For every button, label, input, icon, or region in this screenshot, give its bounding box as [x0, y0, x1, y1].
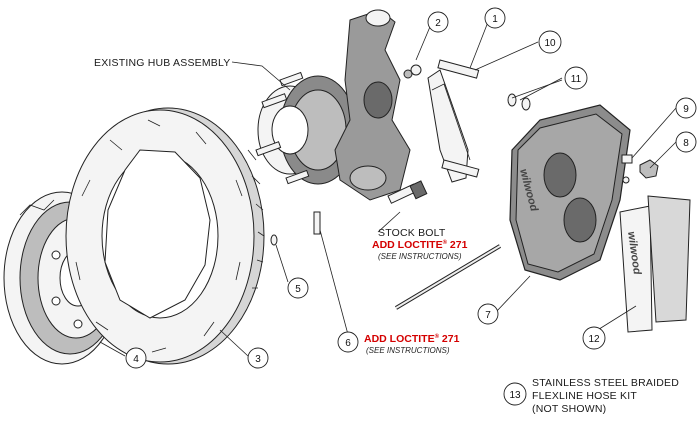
callout-12: 12 — [582, 326, 606, 350]
callout-2: 2 — [427, 11, 449, 33]
callout-number: 2 — [435, 18, 441, 29]
callout-number: 12 — [588, 334, 600, 345]
hose-kit-note-line2: FLEXLINE HOSE KIT — [532, 390, 637, 402]
stock-bolt-label: STOCK BOLT — [378, 227, 446, 239]
callout-4: 4 — [125, 347, 147, 369]
callout-number: 7 — [485, 310, 491, 321]
bleeder-fittings — [621, 154, 659, 184]
loctite-label-a: ADD LOCTITE® 271 — [372, 239, 468, 251]
callout-11: 11 — [564, 66, 588, 90]
hose-kit-note-line3: (NOT SHOWN) — [532, 403, 606, 415]
pad-retaining-pin — [394, 244, 502, 310]
leader-lines — [99, 21, 677, 357]
callout-9: 9 — [675, 97, 697, 119]
callout-8: 8 — [675, 131, 697, 153]
existing-hub-label: EXISTING HUB ASSEMBLY — [94, 57, 230, 69]
callout-number: 8 — [683, 138, 689, 149]
callout-number: 13 — [509, 390, 521, 401]
callout-number: 5 — [295, 284, 301, 295]
callout-number: 4 — [133, 354, 139, 365]
callout-5: 5 — [287, 277, 309, 299]
hose-kit-note-line1: STAINLESS STEEL BRAIDED — [532, 377, 679, 389]
caliper: wilwood — [509, 104, 631, 281]
brake-pads: wilwood — [619, 195, 691, 333]
stock-bolt-icon — [387, 180, 428, 204]
slotted-rotor — [65, 107, 265, 365]
callout-6: 6 — [337, 331, 359, 353]
callout-number: 9 — [683, 104, 689, 115]
callout-number: 6 — [345, 338, 351, 349]
see-instructions-b: (SEE INSTRUCTIONS) — [366, 346, 450, 355]
callout-number: 3 — [255, 354, 261, 365]
see-instructions-a: (SEE INSTRUCTIONS) — [378, 252, 462, 261]
hat-bolt — [270, 211, 321, 246]
callout-number: 10 — [544, 38, 556, 49]
callout-3: 3 — [247, 347, 269, 369]
loctite-label-b: ADD LOCTITE® 271 — [364, 333, 460, 345]
steering-knuckle — [334, 9, 411, 201]
callout-number: 11 — [571, 74, 582, 85]
callout-1: 1 — [484, 7, 506, 29]
mounting-bolts — [403, 59, 480, 178]
callout-number: 1 — [492, 14, 498, 25]
callout-13: 13 — [503, 382, 527, 406]
callout-10: 10 — [538, 30, 562, 54]
washers — [507, 93, 531, 111]
callout-7: 7 — [477, 303, 499, 325]
caliper-bracket — [427, 69, 471, 183]
